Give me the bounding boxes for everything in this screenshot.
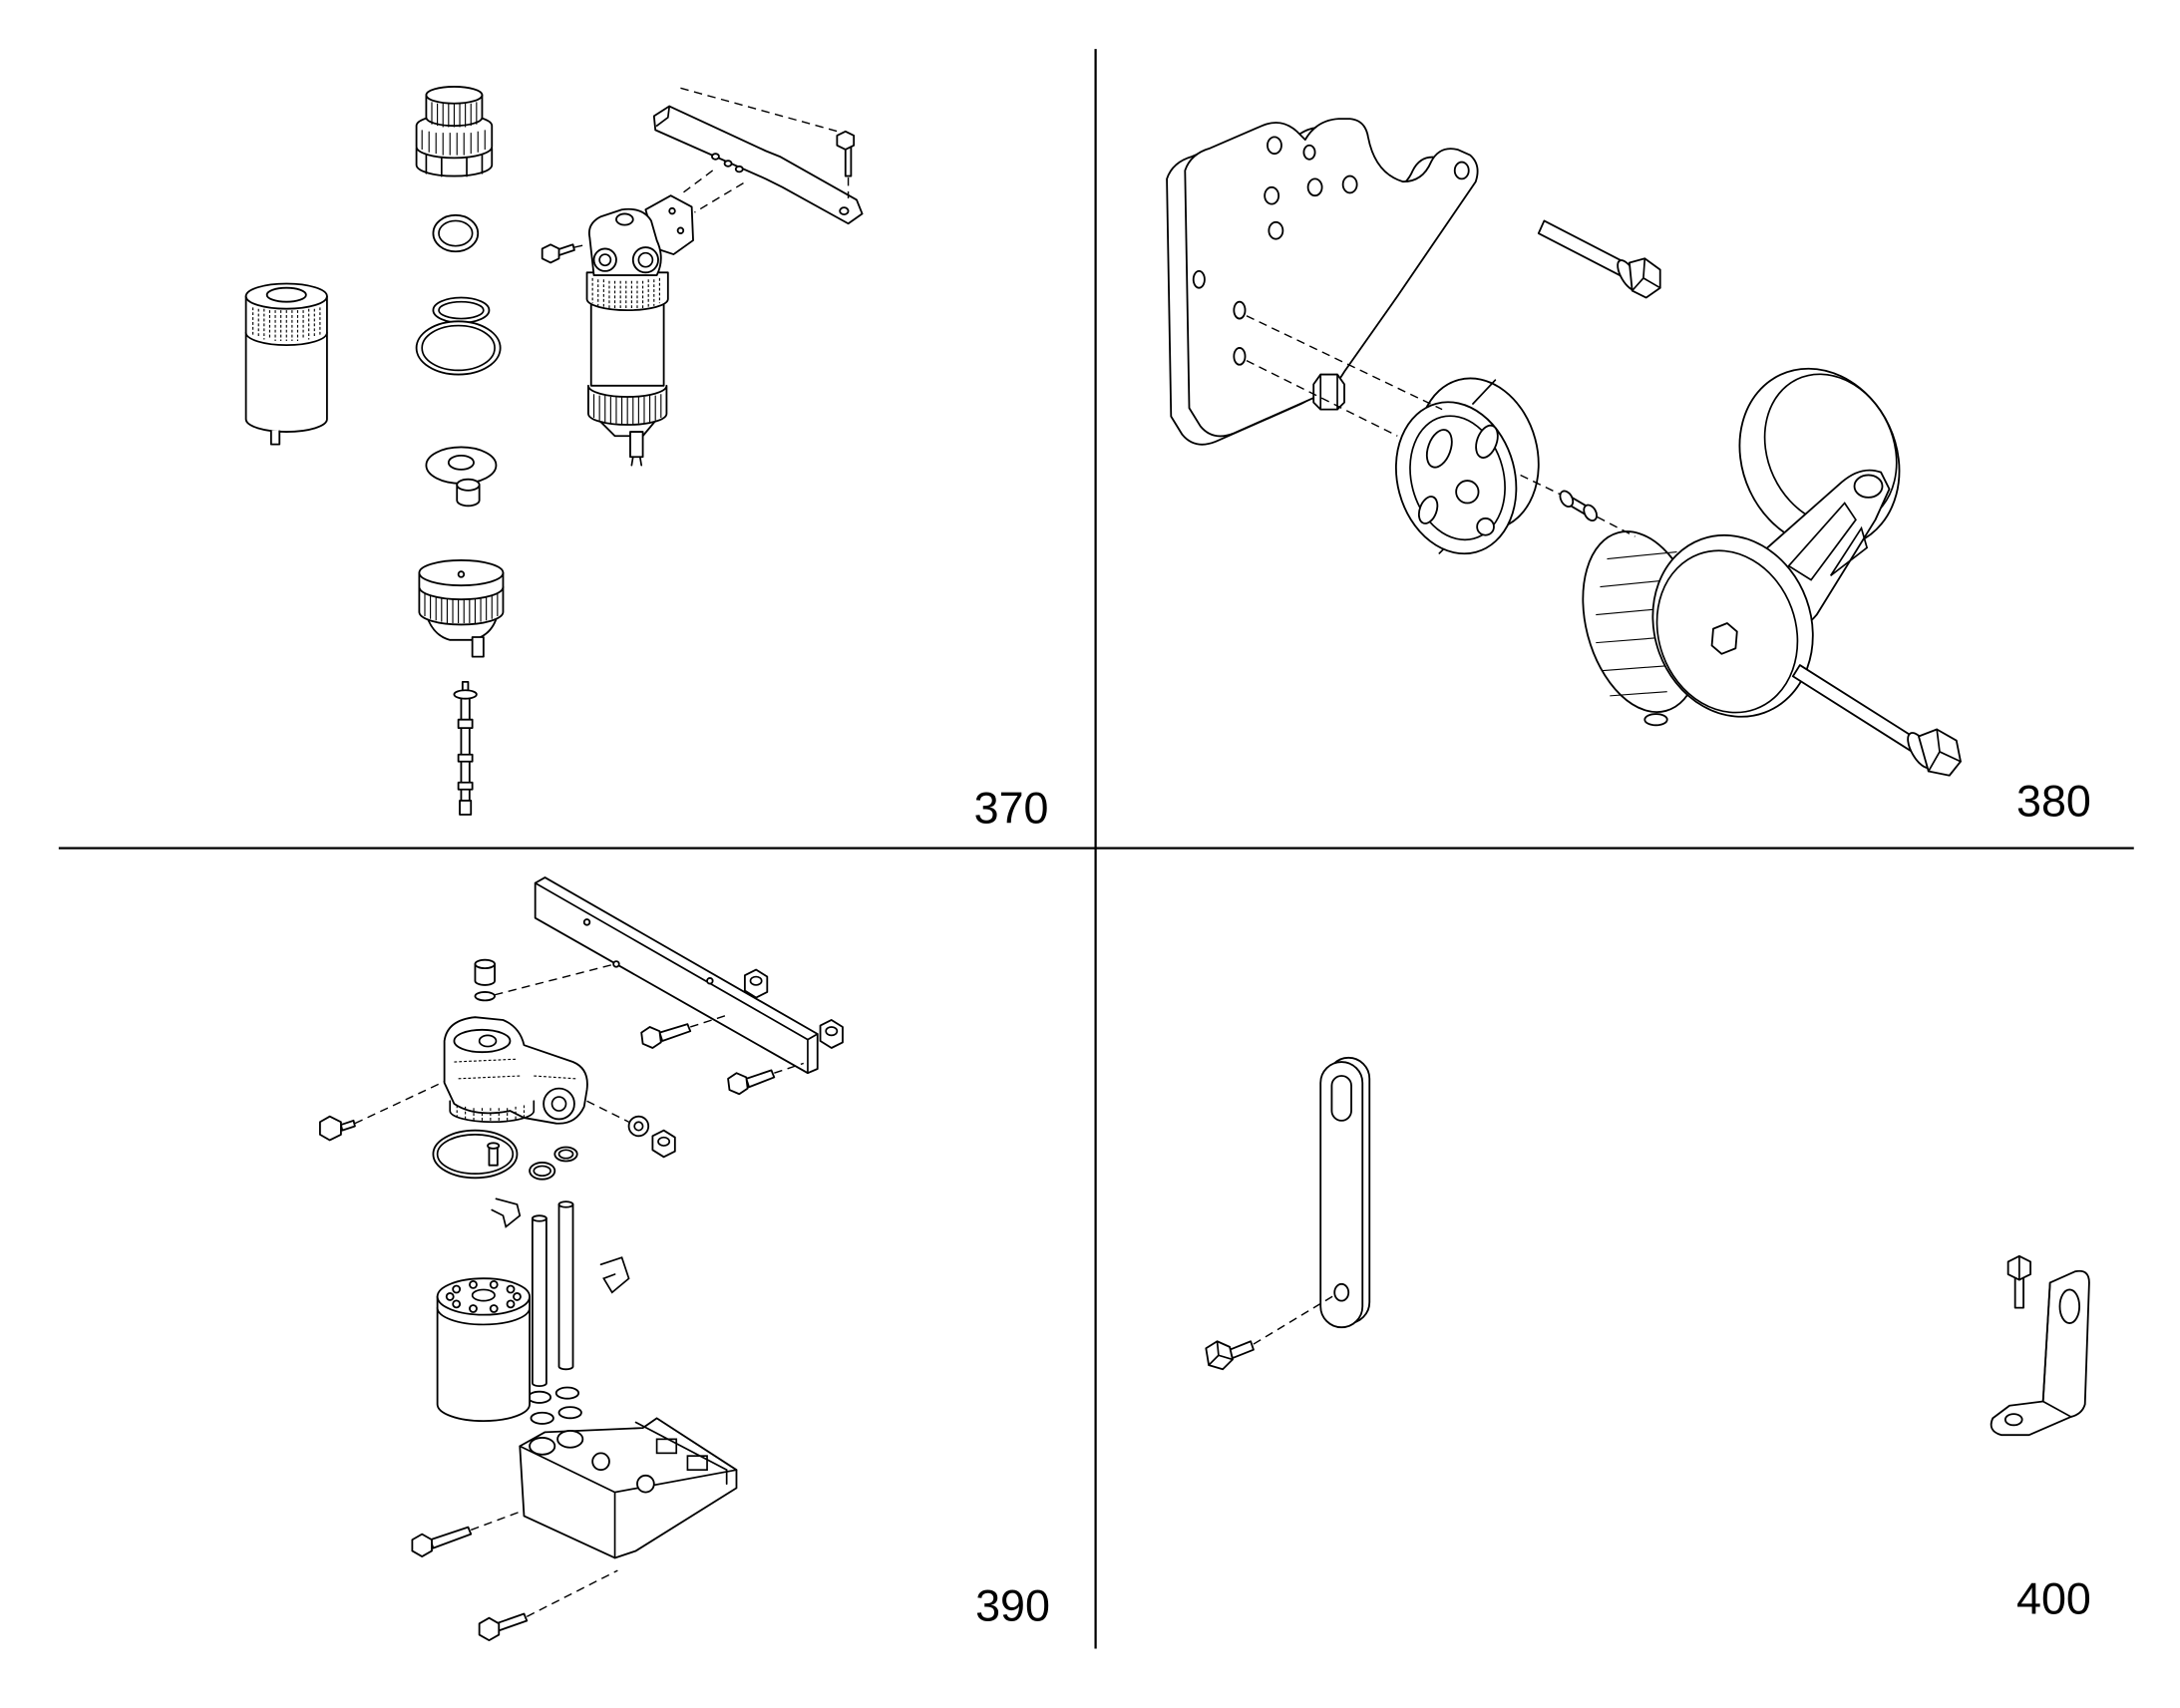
mounting-plate bbox=[1166, 118, 1479, 446]
lower-bolt bbox=[1791, 664, 1962, 777]
support-bracket bbox=[534, 876, 819, 1075]
base-bolt-1 bbox=[411, 1526, 473, 1557]
o-ring bbox=[432, 213, 480, 253]
panel-label-370: 370 bbox=[974, 782, 1049, 833]
head-bolt-2 bbox=[727, 1069, 776, 1096]
plate-nut bbox=[1312, 373, 1345, 411]
pipe-clip-left bbox=[491, 1197, 522, 1228]
panel-370: 370 bbox=[244, 86, 1049, 833]
strap-bolt bbox=[1205, 1340, 1255, 1371]
assembly-lines-380 bbox=[1246, 315, 1635, 537]
fuel-pipe-1 bbox=[527, 1214, 554, 1425]
assembly-lines-400 bbox=[1253, 1294, 1335, 1345]
assembly-lines-370 bbox=[573, 87, 850, 248]
idler-pulley bbox=[1394, 377, 1540, 555]
water-bowl bbox=[418, 559, 505, 658]
seal-washers bbox=[529, 1115, 650, 1181]
belt-tensioner bbox=[1582, 367, 1901, 727]
port-nut bbox=[651, 1129, 676, 1159]
pipe-clip-right bbox=[599, 1256, 630, 1294]
bracket-nut-2 bbox=[819, 1019, 844, 1049]
head-bolt-1 bbox=[640, 1023, 692, 1049]
panel-label-390: 390 bbox=[975, 1580, 1050, 1631]
bracket-bolt bbox=[836, 130, 856, 177]
knurled-cap bbox=[415, 86, 494, 177]
small-bolt bbox=[318, 1115, 356, 1142]
head-gasket bbox=[432, 1129, 519, 1180]
fuel-pipe-2 bbox=[554, 1200, 582, 1420]
support-strap bbox=[1319, 1056, 1371, 1329]
panel-400: 400 bbox=[1205, 1056, 2091, 1624]
spacer-pin bbox=[1559, 490, 1598, 522]
gasket bbox=[415, 320, 502, 376]
filter-element bbox=[244, 282, 328, 446]
panel-label-380: 380 bbox=[2016, 775, 2091, 826]
bracket-bolt-400 bbox=[2006, 1254, 2031, 1309]
bracket-nut-1 bbox=[743, 968, 769, 999]
angle-bracket bbox=[1990, 1269, 2090, 1437]
vent-plug bbox=[474, 958, 496, 1002]
mounting-bracket bbox=[652, 105, 864, 225]
filter-housing bbox=[585, 194, 694, 467]
seal-ring bbox=[432, 296, 491, 324]
assembly-lines-390 bbox=[354, 963, 804, 1617]
panel-label-400: 400 bbox=[2016, 1573, 2091, 1624]
drain-valve-rod bbox=[453, 680, 478, 816]
washer-and-nut bbox=[425, 446, 498, 508]
panel-390: 390 bbox=[318, 876, 1050, 1642]
base-bolt-2 bbox=[478, 1612, 529, 1642]
filter-head bbox=[443, 1016, 588, 1125]
spin-on-filter bbox=[436, 1277, 531, 1423]
filter-base-block bbox=[519, 1417, 738, 1559]
panel-380: 380 bbox=[1166, 118, 2091, 826]
housing-bolt bbox=[541, 243, 575, 264]
upper-bolt bbox=[1537, 219, 1661, 299]
